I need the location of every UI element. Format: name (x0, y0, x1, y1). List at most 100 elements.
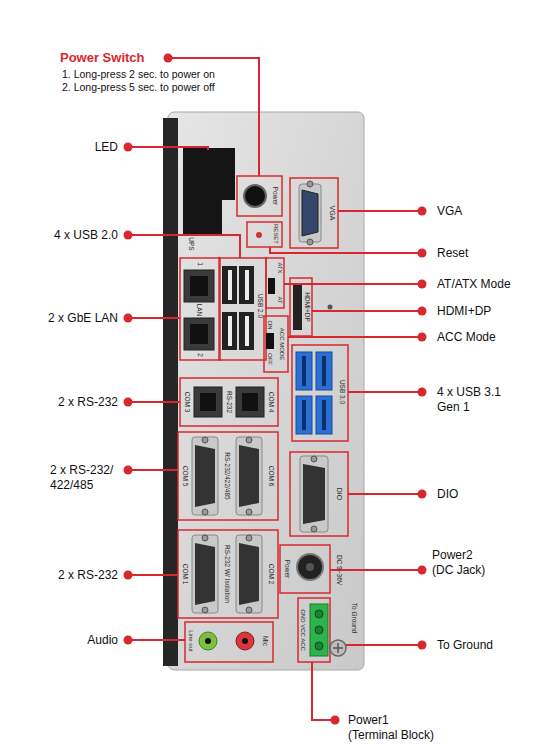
leader-line (128, 469, 178, 471)
usb2-port (222, 266, 237, 304)
rj45-port (184, 318, 214, 350)
leader-dot (124, 571, 133, 580)
rj45-port (184, 270, 214, 302)
db9-shell (236, 535, 262, 613)
port-label: COM 4 (268, 392, 275, 413)
port-label: 2 (197, 353, 204, 357)
port-label: Power (284, 560, 291, 578)
screw (311, 456, 317, 462)
highlight-box (180, 258, 220, 360)
highlight-box (290, 278, 312, 336)
callout-heading: Power Switch (60, 51, 145, 65)
port-label: HDMI+DP (304, 292, 311, 321)
port-label: ACC MODE (279, 328, 285, 360)
usb3-port (296, 396, 312, 434)
highlight-box (280, 545, 330, 593)
leader-line (270, 247, 422, 253)
leader-dot (164, 54, 173, 63)
screw (202, 437, 208, 443)
highlight-box (298, 598, 330, 662)
chassis-panel (168, 112, 364, 670)
callout-label: HDMI+DP (437, 304, 491, 318)
vga-port (302, 190, 318, 236)
callout-label: LED (0, 140, 118, 154)
rj45-opening (190, 276, 208, 296)
leader-dot (418, 207, 427, 216)
usb-tongue (245, 316, 249, 346)
port-label: RS-232/422/485 (224, 452, 231, 499)
hdmi-port (293, 284, 302, 330)
port-label: RESET (273, 224, 279, 244)
highlight-box (178, 530, 278, 618)
leader-line (348, 493, 422, 495)
db9-shell (300, 456, 328, 532)
chassis-edge (163, 118, 178, 666)
screw (202, 535, 208, 541)
port-label: RS-232 W/ Isolation (224, 545, 231, 603)
usb-tongue (302, 400, 306, 430)
highlight-box (264, 316, 288, 372)
screw (307, 181, 313, 187)
power-button (244, 185, 266, 207)
callout-label: 2 x RS-232 (0, 568, 118, 582)
port-label: Power (272, 187, 279, 205)
terminal-screw (315, 610, 323, 618)
callout-label: ACC Mode (437, 330, 496, 344)
acc-switch (266, 333, 274, 349)
screw (246, 437, 252, 443)
db9-port (195, 445, 215, 507)
db9-shell (192, 437, 218, 515)
port-label: GND VCC ACC (300, 609, 306, 651)
leader-dot (418, 388, 427, 397)
port-label: Mic (262, 636, 269, 646)
port-label: COM 1 (182, 564, 189, 585)
highlight-box (185, 622, 273, 662)
callout-label: VGA (437, 204, 462, 218)
port-label: USB 3.0 (339, 380, 346, 404)
port-label: DC 9~36V (336, 555, 343, 585)
port-label: AT (277, 296, 283, 303)
port-label: COM 5 (182, 466, 189, 487)
leader-line (128, 147, 208, 150)
callout-label: Reset (437, 246, 468, 260)
leader-line (312, 662, 335, 720)
port-label: RS-232 (226, 391, 233, 413)
port-label: OFF (267, 353, 273, 365)
usb3-port (316, 352, 332, 390)
note-text: 1. Long-press 2 sec. to power on (62, 67, 215, 81)
callout-label: To Ground (437, 638, 493, 652)
callout-label: Power2 (DC Jack) (432, 548, 488, 578)
screw (246, 535, 252, 541)
port-label: VGA (329, 206, 336, 221)
terminal-screw (315, 642, 323, 650)
port-label: COM 2 (268, 564, 275, 585)
db9-port (239, 543, 259, 605)
leader-line (348, 391, 422, 393)
leader-line (338, 210, 422, 212)
rj-port (194, 387, 222, 417)
screw (246, 607, 252, 613)
mic-jack (236, 632, 254, 650)
port-label: COM 6 (268, 466, 275, 487)
leader-dot (331, 716, 340, 725)
callout-label: AT/ATX Mode (437, 277, 511, 291)
usb-tongue (302, 356, 306, 386)
leader-dot (418, 280, 427, 289)
screw (311, 526, 317, 532)
leader-dot (124, 636, 133, 645)
usb-tongue (245, 270, 249, 300)
port-label: ATX (277, 262, 283, 273)
vga-shell (299, 184, 321, 242)
leader-line (288, 336, 422, 338)
dc-pin (306, 563, 314, 571)
highlight-box (290, 452, 348, 536)
dio-port (303, 464, 325, 524)
port-label: COM 3 (184, 392, 191, 413)
usb-tongue (228, 270, 232, 300)
usb-tongue (322, 356, 326, 386)
terminal-screw (315, 626, 323, 634)
usb-tongue (322, 400, 326, 430)
rj-port (236, 387, 264, 417)
ground-screw (330, 640, 346, 656)
terminal-block (310, 604, 328, 656)
